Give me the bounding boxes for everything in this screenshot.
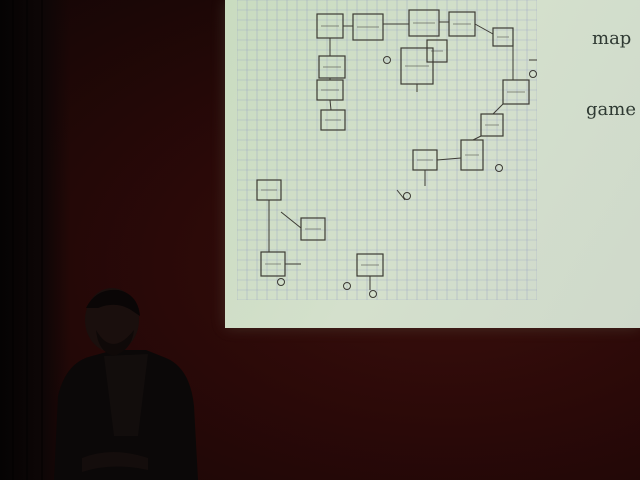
hand-drawn-flowchart [237,0,537,300]
curtain-fold [12,0,14,480]
sketch-box [426,39,448,63]
sketch-box [300,217,326,241]
sketch-box [408,9,440,37]
sketch-box [480,113,504,137]
presenter-silhouette [54,288,198,480]
sketch-connector [436,157,462,161]
sketch-box [318,55,346,79]
sketch-terminal [277,278,285,286]
sketch-terminal [383,56,391,64]
sketch-connector [329,99,332,111]
sketch-box [352,13,384,41]
sketch-connector [472,135,482,141]
curtain-fold [26,0,28,480]
sketch-box [460,139,484,171]
sketch-terminal [529,70,537,78]
slide-word-game: game [586,99,636,120]
sketch-terminal [495,164,503,172]
sketch-connector [396,189,406,201]
slide-word-map: map [592,28,632,49]
sketch-connector [280,211,302,229]
sketch-terminal [343,282,351,290]
sketch-connector [474,23,494,35]
sketch-terminal [369,290,377,298]
projection-screen: map game [225,0,640,328]
sketch-connector [492,103,504,115]
sketch-box [492,27,514,47]
sketch-terminal [403,192,411,200]
curtain-fold [41,0,43,480]
sketch-box [320,109,346,131]
sketch-box [502,79,530,105]
